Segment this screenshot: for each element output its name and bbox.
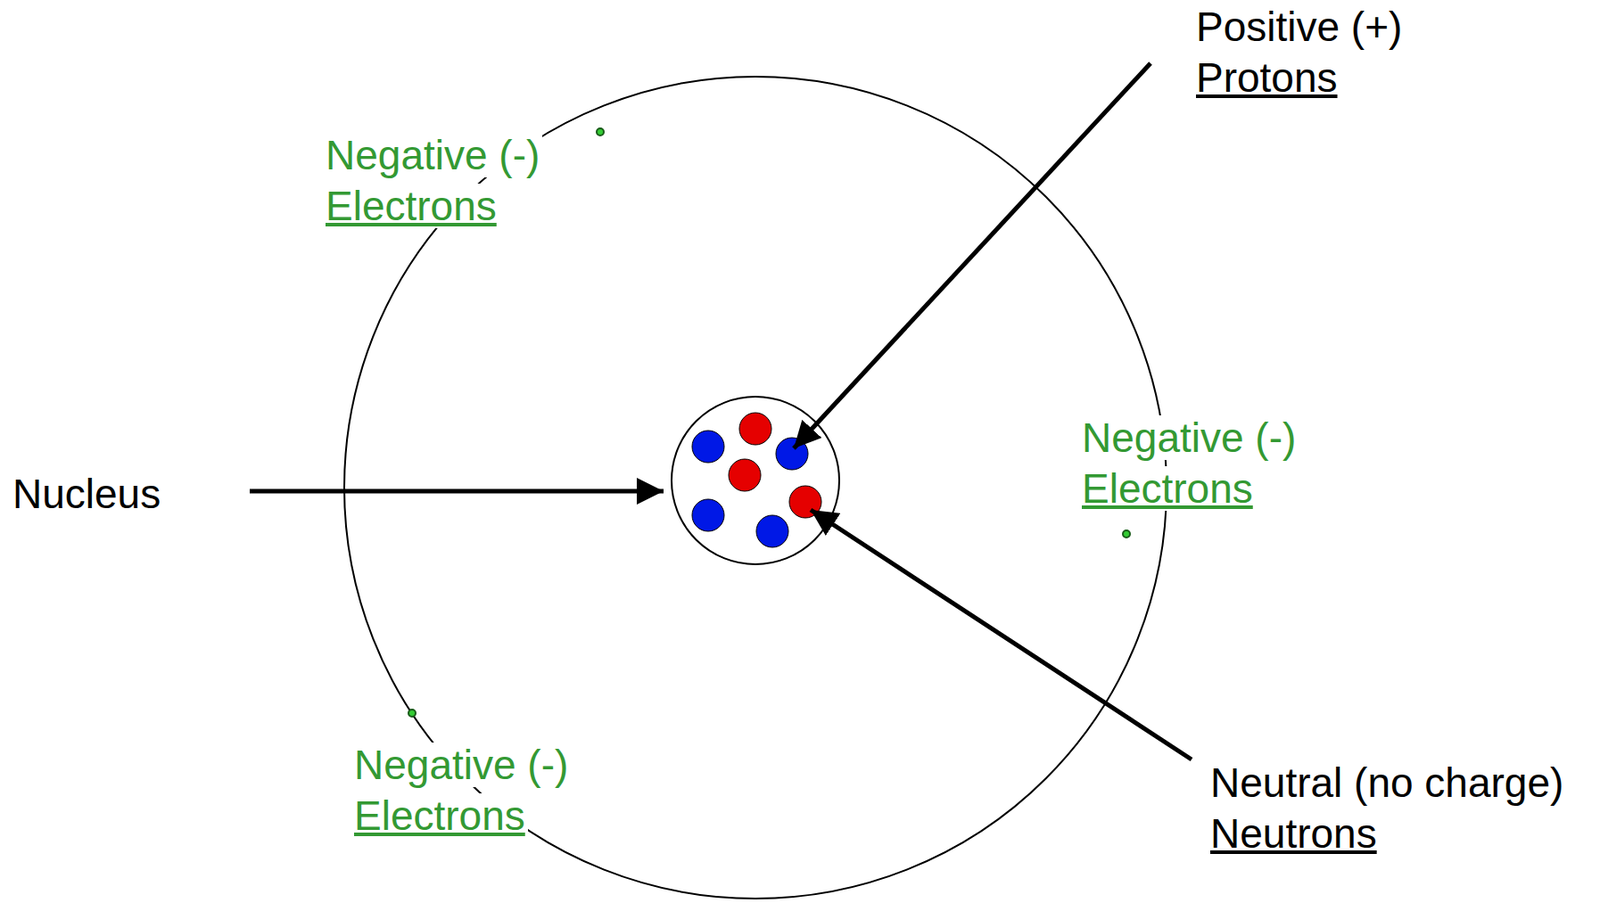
neutron-dot bbox=[739, 412, 772, 446]
leader-arrow bbox=[810, 510, 1192, 760]
particle-label: Protons bbox=[1193, 55, 1341, 100]
electron-dot bbox=[408, 709, 416, 718]
leader-arrow bbox=[793, 63, 1151, 449]
charge-label: Negative (-) bbox=[351, 742, 571, 788]
leader-arrow bbox=[249, 489, 664, 495]
charge-label: Positive (+) bbox=[1193, 4, 1405, 50]
particle-label: Electrons bbox=[351, 793, 528, 839]
particle-label: Electrons bbox=[1079, 466, 1256, 512]
proton-dot bbox=[756, 515, 789, 548]
part-label: Nucleus bbox=[9, 471, 164, 517]
electron-dot bbox=[596, 128, 604, 136]
neutron-dot bbox=[728, 459, 761, 492]
charge-label: Negative (-) bbox=[322, 132, 543, 178]
proton-dot bbox=[692, 430, 725, 463]
particle-label: Neutrons bbox=[1207, 811, 1380, 857]
proton-dot bbox=[692, 499, 725, 532]
particle-label: Electrons bbox=[322, 183, 500, 229]
nucleus-outline bbox=[671, 396, 840, 565]
charge-label: Negative (-) bbox=[1079, 415, 1299, 461]
charge-label: Neutral (no charge) bbox=[1207, 760, 1567, 806]
proton-dot bbox=[775, 437, 809, 471]
electron-dot bbox=[1122, 530, 1130, 538]
